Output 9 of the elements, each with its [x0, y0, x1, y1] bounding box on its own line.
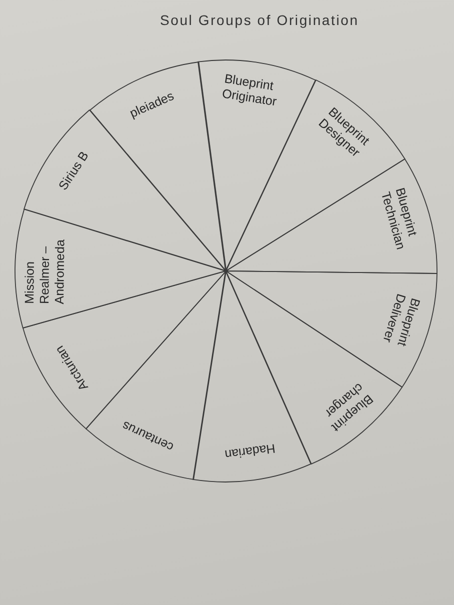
wheel-segment: [192, 270, 312, 483]
wheel-segment: [225, 158, 438, 274]
wheel-segment: [14, 208, 227, 330]
segment-label: Hadarian: [224, 440, 276, 462]
diagram-title: Soul Groups of Origination: [160, 12, 359, 28]
segment-label: Blueprint Originator: [221, 72, 279, 111]
segment-label: Blueprint Technician: [378, 186, 421, 253]
wheel-segment: [197, 59, 317, 272]
segment-label: Mission Realmer – Andromeda: [22, 238, 68, 304]
